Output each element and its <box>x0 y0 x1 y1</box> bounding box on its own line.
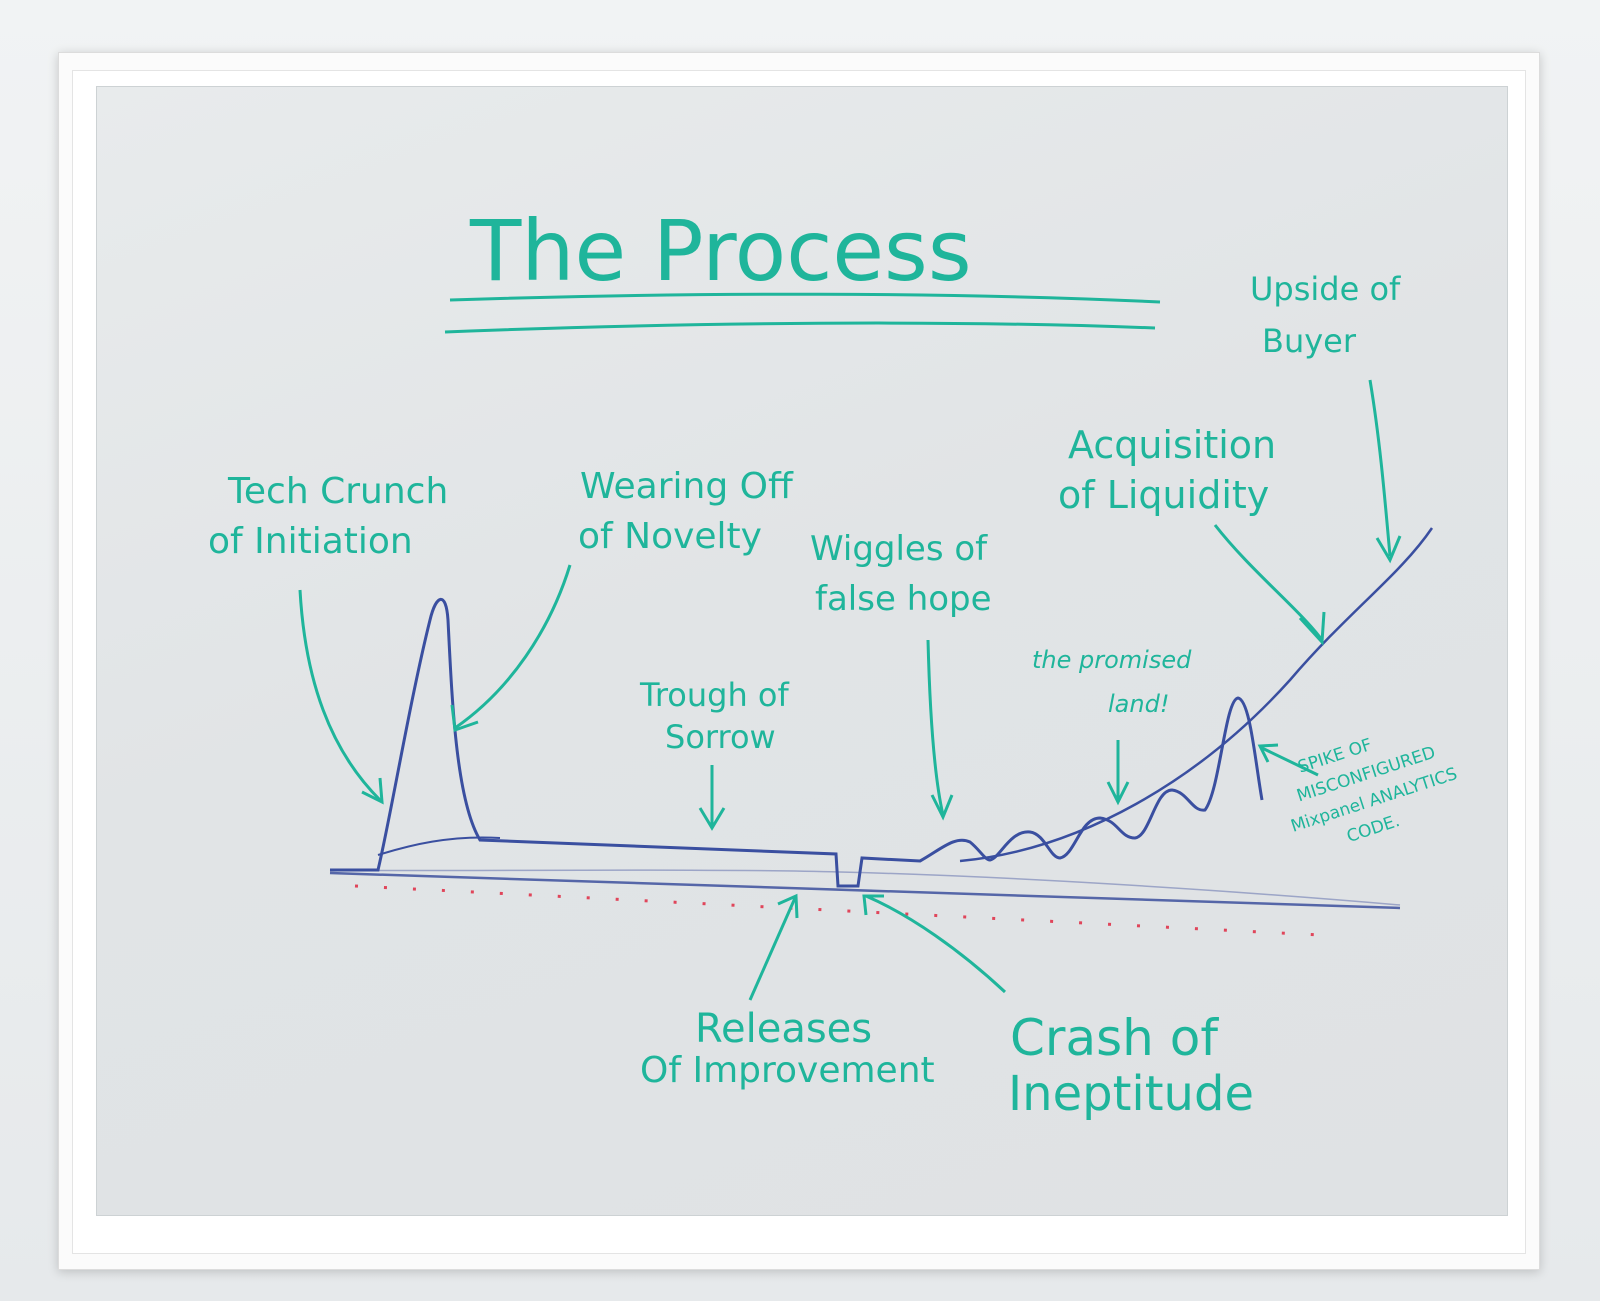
label-trough-line-1: Trough of <box>639 676 790 714</box>
label-releases-line-2: Of Improvement <box>640 1050 935 1091</box>
label-crash-line-2: Ineptitude <box>1008 1066 1254 1122</box>
arrowhead-wearing-off <box>450 704 479 733</box>
label-tech-crunch-line-1: Tech Crunch <box>227 471 448 512</box>
arrowhead-spike <box>1257 743 1279 763</box>
arrowhead-wiggles <box>930 794 954 821</box>
arrowhead-trough <box>698 807 726 831</box>
whiteboard-surface <box>96 86 1508 1216</box>
arrow-wearing-off <box>454 564 572 730</box>
label-acquisition-line-1: Acquisition <box>1068 423 1276 467</box>
label-crash-line-1: Crash of <box>1010 1009 1219 1067</box>
label-wiggles-line-2: false hope <box>815 579 992 619</box>
label-releases-line-1: Releases <box>695 1006 872 1052</box>
title-underline-2 <box>444 321 1156 334</box>
spike-label-group: SPIKE OF MISCONFIGURED Mixpanel ANALYTIC… <box>1288 735 1459 847</box>
baseline-shadow <box>329 869 1401 906</box>
label-promised-land-line-1: the promised <box>1032 646 1192 674</box>
arrowhead-upside <box>1375 535 1402 564</box>
arrow-wiggles <box>926 639 945 816</box>
label-trough-line-2: Sorrow <box>665 718 776 756</box>
label-acquisition-line-2: of Liquidity <box>1058 473 1269 517</box>
arrowhead-releases <box>777 893 799 919</box>
label-wiggles-line-1: Wiggles of <box>810 529 988 569</box>
label-upside-line-1: Upside of <box>1250 270 1401 308</box>
label-promised-land-line-2: land! <box>1108 690 1169 718</box>
diagram-title: The Process <box>469 202 972 300</box>
dotted-line <box>354 884 1321 937</box>
label-wearing-off-line-2: of Novelty <box>578 516 762 557</box>
label-tech-crunch-line-2: of Initiation <box>208 521 413 562</box>
arrow-releases <box>748 897 797 1001</box>
label-wearing-off-line-1: Wearing Off <box>580 466 794 507</box>
arrowhead-tech-crunch <box>361 777 384 805</box>
arrow-acquisition <box>1213 524 1324 641</box>
arrow-crash <box>865 894 1007 994</box>
process-curve <box>330 597 1264 888</box>
arrowhead-promised-land <box>1106 781 1130 806</box>
arrowhead-crash <box>862 894 884 916</box>
arrowhead-acquisition <box>1298 611 1326 646</box>
arrow-spike <box>1261 746 1319 777</box>
growth-curve <box>959 527 1434 863</box>
title-underline-1 <box>449 292 1161 304</box>
label-upside-line-2: Buyer <box>1262 322 1357 360</box>
baseline <box>329 871 1401 910</box>
arrows <box>298 379 1402 1001</box>
peak-tail <box>377 836 501 856</box>
arrow-tech-crunch <box>298 589 382 802</box>
arrow-upside <box>1368 379 1392 557</box>
